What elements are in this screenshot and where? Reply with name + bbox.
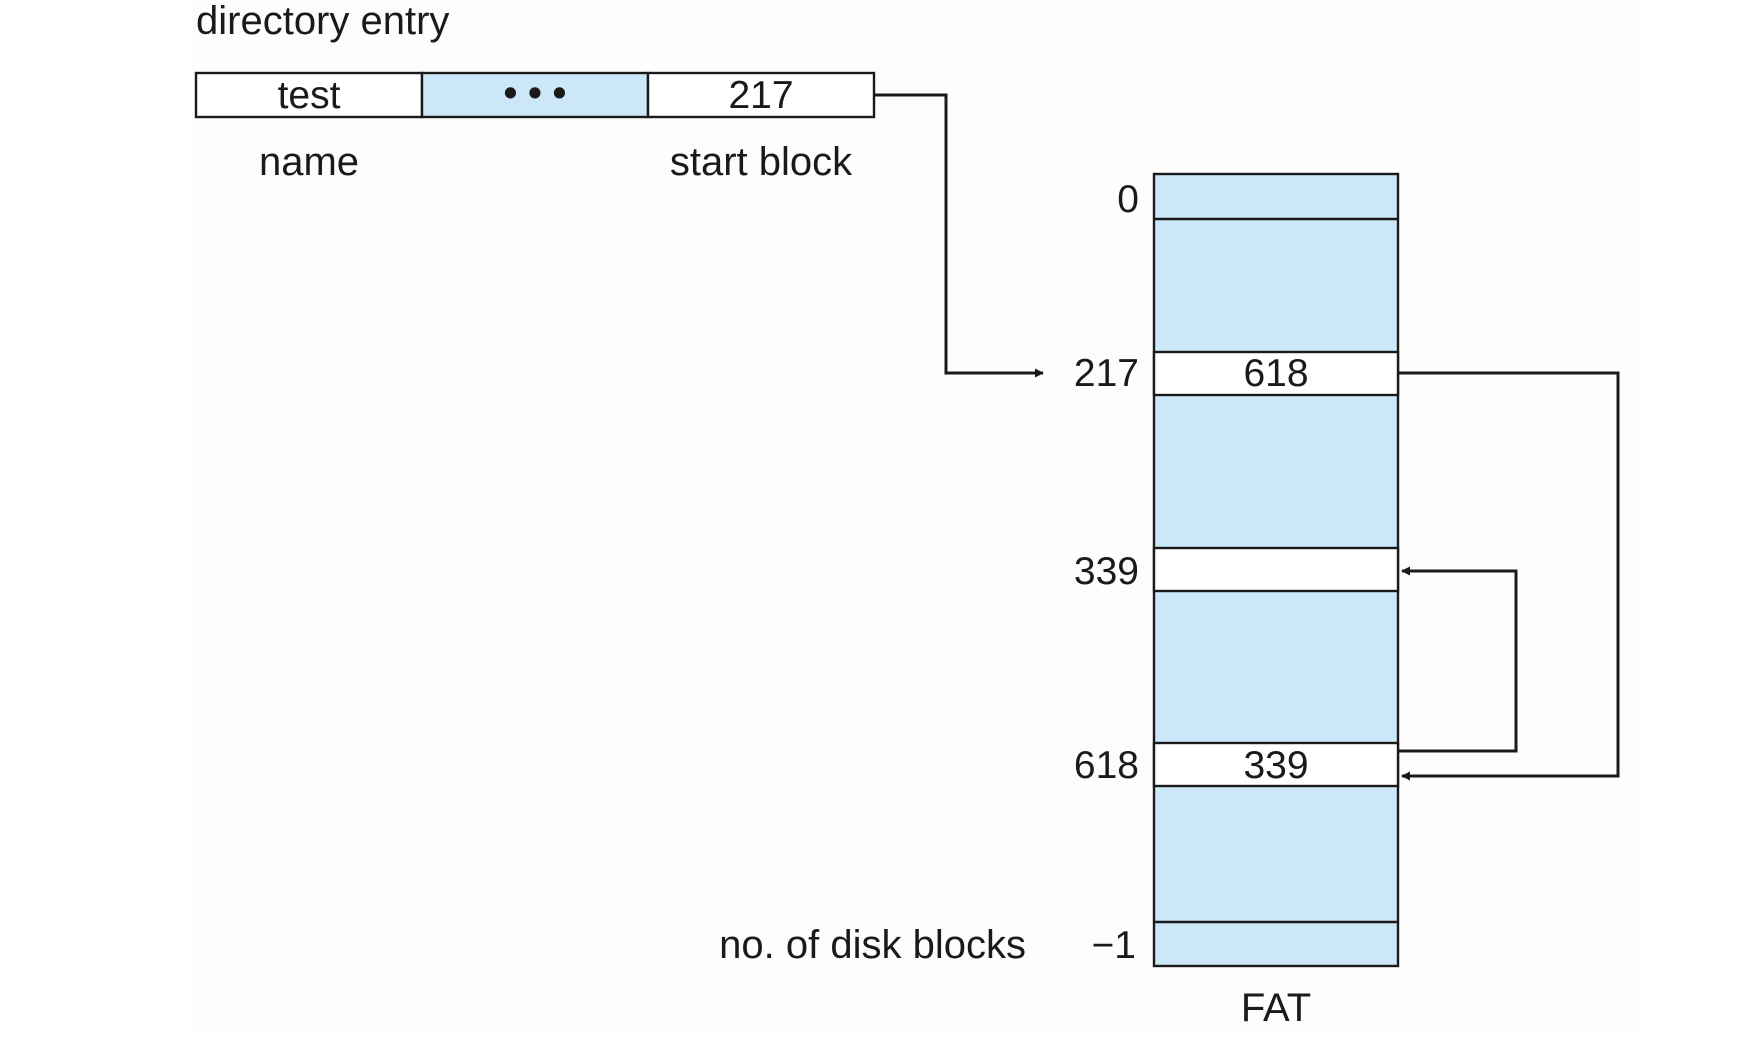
ellipsis-field-cell [420,71,650,119]
fat-index-217: 217 [1074,352,1139,395]
directory-entry-title: directory entry [196,0,449,43]
start-block-field-cell [646,71,876,119]
fat-entry-217-value: 618 [1243,352,1308,395]
fat-table: 618 339 [1152,172,1400,968]
fat-217-to-618-arrow [1398,371,1620,781]
fat-index-339: 339 [1074,550,1139,593]
name-caption: name [259,140,359,184]
diagram-background [190,0,1640,1030]
ellipsis-field-value: • • • [504,72,567,115]
fat-index-618: 618 [1074,744,1139,787]
fat-index-last: −1 [1092,924,1136,967]
start-block-pointer-arrow [874,93,1044,378]
name-field-value: test [278,74,341,117]
fat-caption: FAT [1241,986,1311,1030]
fat-index-0: 0 [1117,178,1139,221]
fat-row-339 [1152,546,1400,593]
fat-row-618 [1152,741,1400,788]
directory-entry-record: test • • • 217 [194,71,876,119]
start-block-field-value: 217 [728,74,793,117]
name-field-cell [194,71,424,119]
fat-618-to-339-arrow [1398,566,1518,753]
disk-blocks-caption: no. of disk blocks [719,923,1026,967]
start-block-caption: start block [670,140,853,184]
fat-entry-618-value: 339 [1243,744,1308,787]
